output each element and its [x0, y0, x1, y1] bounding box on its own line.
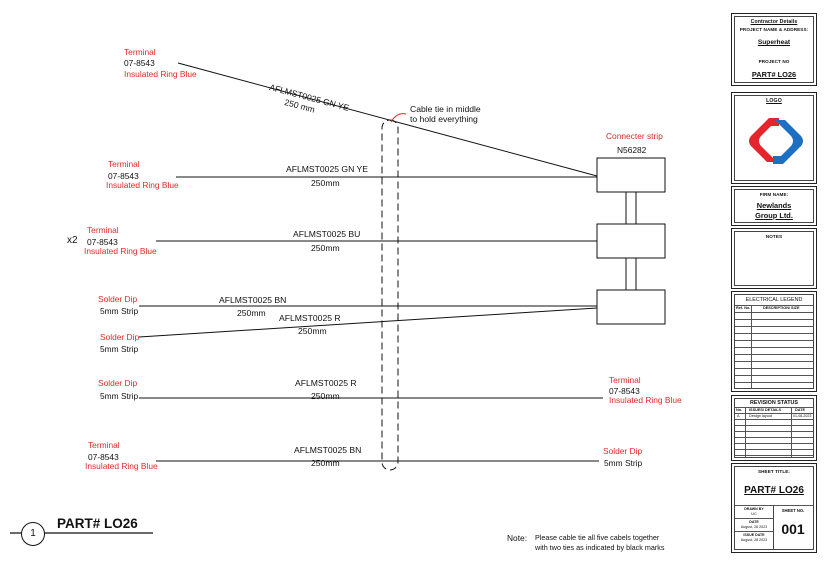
drawn-by-label: DRAWN BY — [744, 507, 764, 511]
sheet-no-label: SHEET NO. — [781, 508, 805, 513]
project-no-label: PROJECT NO — [758, 59, 790, 64]
issue-date-value: August, 28 2023 — [740, 538, 768, 542]
solder-4-type: Solder Dip — [603, 446, 643, 456]
logo-blue-arrow — [773, 120, 803, 164]
contractor-panel: Contractor Details PROJECT NAME & ADDRES… — [731, 13, 817, 86]
terminal-5-type: Terminal — [88, 440, 120, 450]
cable-tie-leader — [390, 113, 407, 123]
company-logo — [749, 118, 803, 164]
cable-tie-bundle — [381, 119, 399, 471]
notes-panel: NOTES — [731, 228, 817, 289]
legend-panel: ELECTRICAL LEGEND Ref. No. DESCRIPTION/ … — [731, 291, 817, 392]
solder-1-type: Solder Dip — [98, 294, 138, 304]
wire-4-length: 250mm — [237, 308, 266, 318]
wire-6-name: AFLMST0025 R — [295, 378, 357, 388]
solder-2-strip: 5mm Strip — [100, 344, 139, 354]
logo-panel: LOGO — [731, 92, 817, 184]
revision-row-1-detail: Design layout — [749, 414, 773, 418]
firm-name-2: Group Ltd. — [755, 211, 793, 220]
terminal-3-type: Terminal — [87, 225, 119, 235]
note-line-1: Please cable tie all five cabels togethe… — [535, 533, 660, 542]
solder-3-strip: 5mm Strip — [100, 391, 139, 401]
revision-title: REVISION STATUS — [749, 400, 799, 406]
legend-title: ELECTRICAL LEGEND — [745, 297, 803, 303]
firm-panel: FIRM NAME: Newlands Group Ltd. — [731, 186, 817, 226]
note-line-2: with two ties as indicated by black mark… — [535, 543, 665, 552]
view-title: PART# LO26 — [57, 516, 138, 531]
solder-3-type: Solder Dip — [98, 378, 138, 388]
terminal-1-type: Terminal — [124, 47, 156, 57]
project-name-label: PROJECT NAME & ADDRESS: — [739, 27, 809, 32]
logo-label: LOGO — [766, 98, 782, 104]
wire-7-name: AFLMST0025 BN — [294, 445, 362, 455]
sheet-no: 001 — [781, 521, 805, 537]
contractor-heading: Contractor Details — [750, 19, 798, 25]
revision-col-details: ISSUES/ DETAILS — [749, 408, 781, 412]
issue-date-label: ISSUE DATE — [743, 533, 765, 537]
wire-5-length: 250mm — [298, 326, 327, 336]
solder-2-type: Solder Dip — [100, 332, 140, 342]
wire-4-name: AFLMST0025 BN — [219, 295, 287, 305]
sheet-title: PART# LO26 — [744, 485, 804, 496]
drawn-by: UC — [751, 512, 757, 516]
connector-block-2 — [596, 223, 666, 259]
solder-1-strip: 5mm Strip — [100, 306, 139, 316]
wire-5-line — [138, 307, 598, 338]
connector-link-2 — [625, 257, 637, 291]
terminal-3-multiplier: x2 — [67, 235, 78, 246]
revision-row-1-date: 01-08-2023 — [793, 414, 812, 418]
sheet-panel: SHEET TITLE: PART# LO26 DRAWN BY UC DATE… — [731, 463, 817, 553]
terminal-3-code: 07-8543 — [87, 237, 118, 247]
terminal-2-desc: Insulated Ring Blue — [106, 180, 179, 190]
connector-strip-code: N56282 — [617, 145, 647, 155]
terminal-2-type: Terminal — [108, 159, 140, 169]
terminal-5-code: 07-8543 — [88, 452, 119, 462]
view-number: 1 — [21, 522, 45, 546]
firm-label: FIRM NAME: — [759, 192, 789, 197]
date-value: August, 28 2023 — [740, 525, 768, 529]
terminal-5-desc: Insulated Ring Blue — [85, 461, 158, 471]
cable-tie-note-2: to hold everything — [410, 114, 478, 124]
wire-5-name: AFLMST0025 R — [279, 313, 341, 323]
wire-7-length: 250mm — [311, 458, 340, 468]
terminal-3-desc: Insulated Ring Blue — [84, 246, 157, 256]
revision-col-date: DATE — [795, 408, 806, 412]
connector-strip-label: Connecter strip — [606, 131, 663, 141]
note-label: Note: — [507, 533, 528, 543]
revision-col-no: No. — [736, 408, 743, 412]
connector-block-3 — [596, 289, 666, 325]
logo-red-arrow — [749, 118, 779, 162]
terminal-4-type: Terminal — [609, 375, 641, 385]
terminal-1-code: 07-8543 — [124, 58, 155, 68]
terminal-1-desc: Insulated Ring Blue — [124, 69, 197, 79]
notes-label: NOTES — [765, 234, 783, 239]
wire-2-length: 250mm — [311, 178, 340, 188]
wire-3-length: 250mm — [311, 243, 340, 253]
date-label: DATE — [749, 520, 759, 524]
revision-row-1-no: A — [737, 414, 740, 418]
terminal-2-code: 07-8543 — [108, 171, 139, 181]
firm-name-1: Newlands — [756, 201, 792, 210]
terminal-4-desc: Insulated Ring Blue — [609, 395, 682, 405]
sheet-title-label: SHEET TITLE: — [757, 469, 791, 474]
wire-6-length: 250mm — [311, 391, 340, 401]
legend-col-ref: Ref. No. — [736, 306, 751, 310]
project-no: PART# LO26 — [751, 70, 797, 79]
wire-2-name: AFLMST0025 GN YE — [286, 164, 368, 174]
terminal-4-code: 07-8543 — [609, 386, 640, 396]
wire-3-name: AFLMST0025 BU — [293, 229, 361, 239]
connector-link-1 — [625, 191, 637, 225]
project-name: Superheat — [757, 39, 791, 46]
wire-1-line — [177, 62, 598, 177]
connector-block-1 — [596, 157, 666, 193]
solder-4-strip: 5mm Strip — [604, 458, 643, 468]
legend-col-desc: DESCRIPTION/ SIZE — [763, 306, 800, 310]
revision-panel: REVISION STATUS No. ISSUES/ DETAILS DATE… — [731, 395, 817, 461]
cable-tie-note-1: Cable tie in middle — [410, 104, 481, 114]
